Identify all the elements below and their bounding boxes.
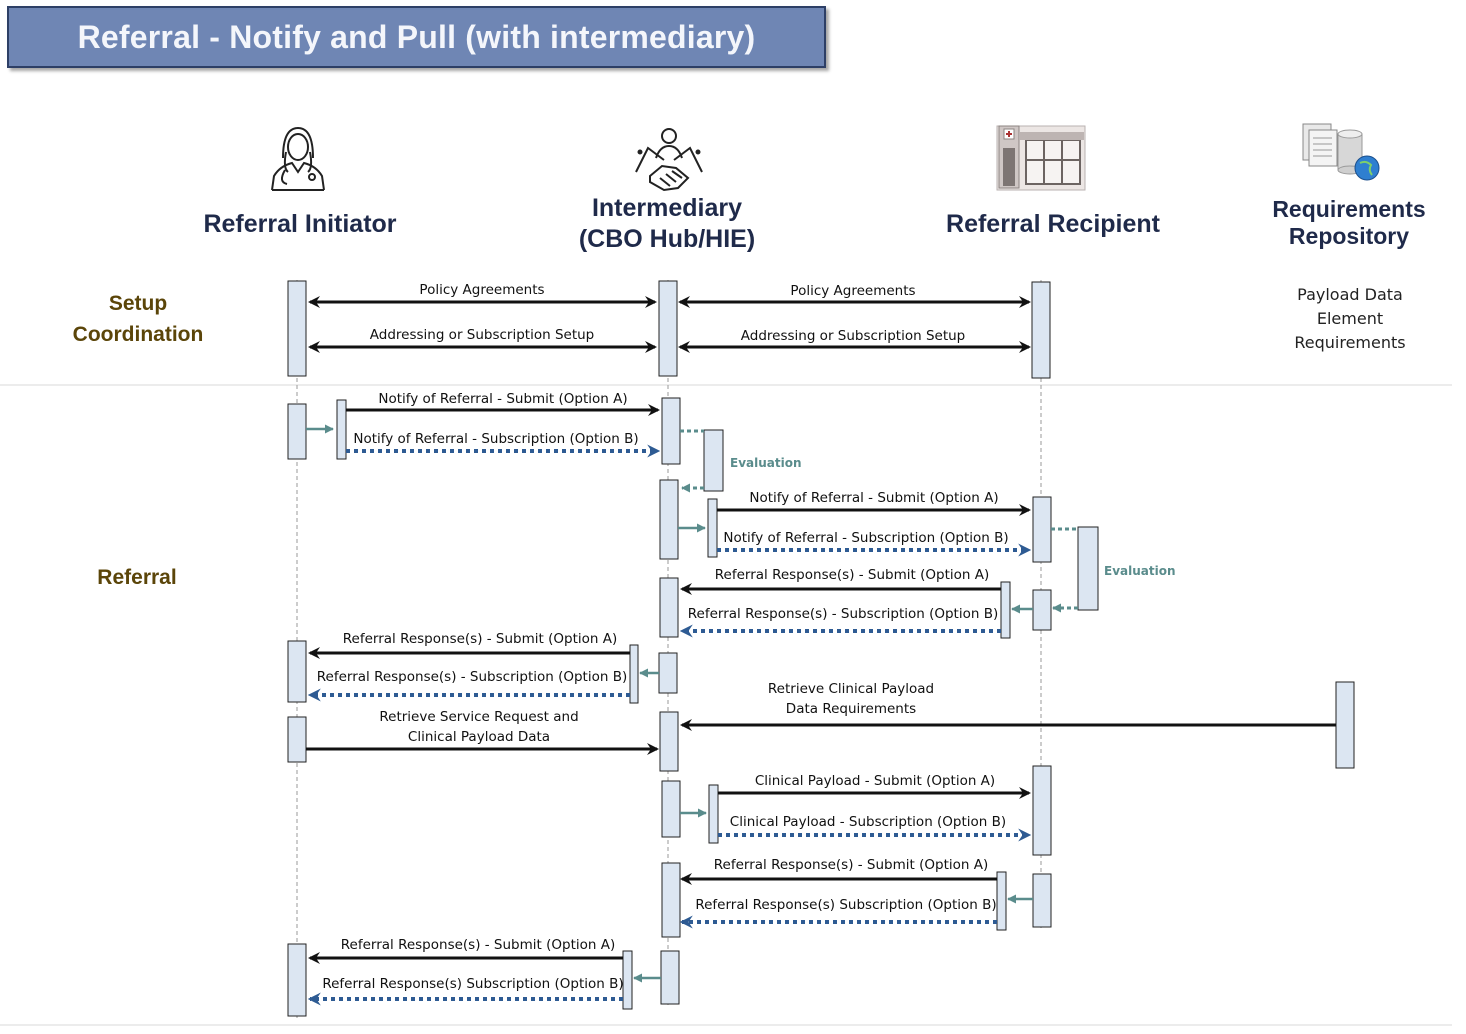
activation-bar (1032, 765, 1052, 856)
message-label: Retrieve Service Request and (379, 709, 578, 725)
message-label: Retrieve Clinical Payload (768, 681, 934, 697)
building-icon (996, 125, 1086, 191)
repository-note-line: Requirements (1294, 333, 1405, 352)
phase-setup-label: Coordination (73, 323, 204, 346)
activation-bar (1032, 873, 1052, 928)
activation-bar (659, 711, 679, 772)
message-label: Referral Response(s) - Subscription (Opt… (317, 669, 628, 685)
message-label: Notify of Referral - Subscription (Optio… (353, 431, 638, 447)
handshake-icon (635, 128, 703, 192)
actor-initiator-name: Referral Initiator (203, 210, 396, 238)
activation-bar (661, 862, 681, 938)
activation-bar (660, 950, 680, 1005)
phase-setup-label: Setup (109, 292, 167, 315)
activation-bar (1077, 526, 1099, 611)
actor-repository-name: Requirements (1272, 196, 1425, 222)
title-banner: Referral - Notify and Pull (with interme… (7, 6, 826, 68)
activation-bar (996, 871, 1007, 931)
actor-intermediary-name: Intermediary (592, 194, 742, 222)
message-label: Referral Response(s) - Subscription (Opt… (688, 606, 999, 622)
message-label: Clinical Payload - Subscription (Option … (730, 814, 1006, 830)
message-label: Referral Response(s) Subscription (Optio… (322, 976, 623, 992)
activation-bar (658, 280, 678, 377)
activation-bar (707, 498, 718, 558)
activation-bar (622, 950, 633, 1010)
activation-bar (1335, 681, 1355, 769)
evaluation-label: Evaluation (1104, 564, 1176, 578)
activation-bar (703, 429, 724, 492)
activation-bar (1031, 281, 1051, 379)
activation-bar (287, 943, 307, 1017)
activation-bar (287, 280, 307, 377)
message-label: Notify of Referral - Subscription (Optio… (723, 530, 1008, 546)
phase-referral-label: Referral (97, 566, 176, 589)
actor-recipient-name: Referral Recipient (946, 210, 1161, 238)
message-label: Data Requirements (786, 701, 916, 717)
message-label: Notify of Referral - Submit (Option A) (378, 391, 627, 407)
message-label: Addressing or Subscription Setup (370, 327, 595, 343)
repository-note-line: Element (1317, 309, 1383, 328)
activation-bar (1032, 589, 1052, 631)
activation-bar (287, 403, 307, 460)
activation-bar (659, 479, 679, 560)
actor-intermediary-subname: (CBO Hub/HIE) (579, 225, 755, 253)
message-label: Referral Response(s) - Submit (Option A) (341, 937, 615, 953)
activation-bar (629, 644, 639, 704)
activation-bar (658, 652, 678, 694)
message-label: Referral Response(s) - Submit (Option A) (714, 857, 988, 873)
doctor-icon (271, 126, 325, 191)
activation-bar (336, 399, 347, 460)
activation-bar (1032, 496, 1052, 563)
message-label: Policy Agreements (419, 282, 544, 298)
message-label: Referral Response(s) - Submit (Option A) (343, 631, 617, 647)
message-label: Notify of Referral - Submit (Option A) (749, 490, 998, 506)
activation-bar (708, 784, 719, 844)
activation-bar (287, 640, 307, 703)
repository-note-line: Payload Data (1297, 285, 1403, 304)
message-label: Clinical Payload Data (408, 729, 550, 745)
actor-repository-subname: Repository (1289, 223, 1409, 249)
activation-bar (659, 577, 679, 638)
diagram-title: Referral - Notify and Pull (with interme… (77, 18, 756, 55)
activation-bar (287, 716, 307, 763)
message-label: Addressing or Subscription Setup (741, 328, 966, 344)
activation-bar (661, 397, 681, 465)
repository-icon (1302, 123, 1380, 181)
activation-bar (661, 780, 681, 838)
message-label: Policy Agreements (790, 283, 915, 299)
message-label: Referral Response(s) - Submit (Option A) (715, 567, 989, 583)
message-label: Referral Response(s) Subscription (Optio… (695, 897, 996, 913)
activation-bar (1000, 581, 1011, 639)
message-label: Clinical Payload - Submit (Option A) (755, 773, 995, 789)
evaluation-label: Evaluation (730, 456, 802, 470)
